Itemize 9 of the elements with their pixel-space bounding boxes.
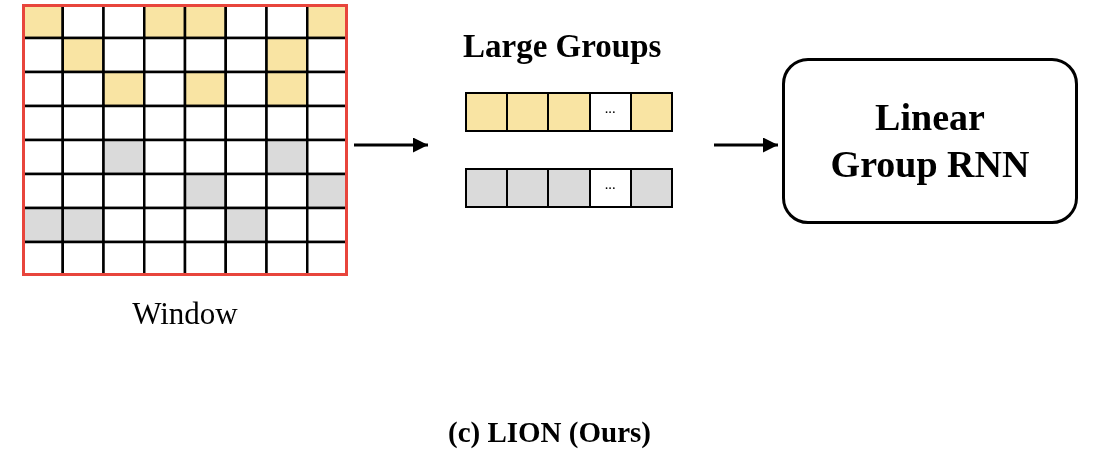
token-group-bar xyxy=(465,92,673,132)
arrow xyxy=(714,137,778,153)
window-caption: Window xyxy=(132,298,238,329)
caption: (c) LION (Ours) xyxy=(447,418,652,447)
process-box xyxy=(782,58,1078,224)
group-heading: Large Groups xyxy=(463,30,662,63)
token-group-bar xyxy=(465,168,673,208)
process-label: Linear Group RNN xyxy=(829,94,1031,187)
arrow xyxy=(354,137,428,153)
